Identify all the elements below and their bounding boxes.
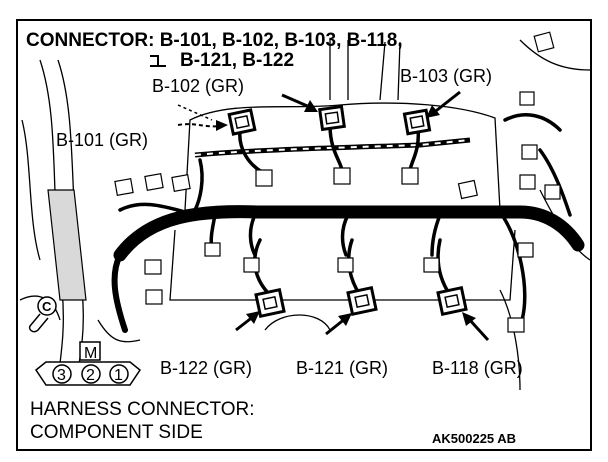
- label-b103: B-103 (GR): [400, 66, 492, 86]
- main-harness-trunk: [111, 113, 585, 333]
- connector-b103-right: [402, 108, 432, 136]
- figure-code: AK500225 AB: [432, 431, 516, 446]
- pointer-arrows: [177, 90, 490, 342]
- connector-b121: [346, 285, 378, 317]
- connector-b103: [318, 104, 346, 132]
- label-b101: B-101 (GR): [56, 130, 148, 150]
- label-b102: B-102 (GR): [152, 76, 244, 96]
- pin-3: 3: [57, 367, 66, 384]
- upper-pigtails: [193, 123, 421, 212]
- lower-pigtails: [209, 213, 452, 297]
- diagram-title-line1: CONNECTOR: B-101, B-102, B-103, B-118,: [26, 30, 403, 51]
- caption-line2: COMPONENT SIDE: [30, 422, 203, 443]
- connector-b102: [227, 108, 257, 136]
- label-b122: B-122 (GR): [160, 358, 252, 378]
- harness-connector-symbol: M 3 2 1: [34, 341, 142, 386]
- label-b121: B-121 (GR): [296, 358, 388, 378]
- label-b118: B-118 (GR): [432, 358, 523, 378]
- connector-b122: [254, 287, 286, 319]
- figure-frame: [16, 19, 592, 451]
- svg-text:C: C: [42, 299, 52, 314]
- pin-1: 1: [114, 367, 123, 384]
- caption-line1: HARNESS CONNECTOR:: [30, 399, 255, 420]
- diagram-title-line2: B-121, B-122: [180, 50, 294, 71]
- ground-terminal-icon: C: [28, 296, 57, 333]
- pin-2: 2: [86, 367, 95, 384]
- connector-symbol-icon: [150, 55, 166, 67]
- other-connectors: [114, 31, 561, 333]
- connector-type-letter: M: [84, 345, 97, 362]
- connector-b118: [436, 285, 468, 317]
